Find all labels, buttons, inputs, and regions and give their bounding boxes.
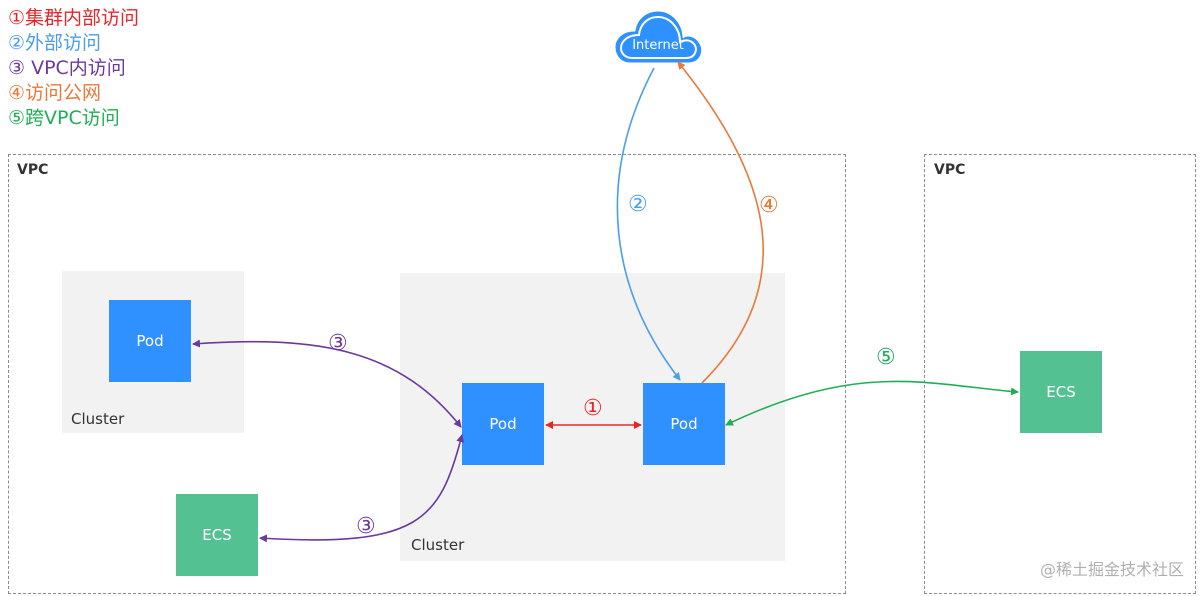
badge-external: ②	[628, 192, 648, 217]
pod-node-center-right: Pod	[643, 383, 725, 465]
ecs-node-right: ECS	[1020, 351, 1102, 433]
badge-intra-cluster: ①	[583, 396, 603, 421]
ecs-node-left: ECS	[176, 494, 258, 576]
legend-item-external: ②外部访问	[8, 32, 102, 54]
cloud-icon	[612, 8, 705, 66]
badge-vpc-internal-ecs: ③	[356, 514, 376, 539]
cluster-label-main: Cluster	[411, 536, 465, 554]
legend-item-vpc-internal: ③ VPC内访问	[8, 57, 126, 79]
vpc-box-right	[924, 154, 1196, 594]
cloud-label: Internet	[632, 38, 684, 53]
legend-item-cross-vpc: ⑤跨VPC访问	[8, 107, 120, 129]
vpc-label-right: VPC	[934, 162, 966, 178]
legend-item-public: ④访问公网	[8, 82, 102, 104]
badge-vpc-internal-pod: ③	[328, 331, 348, 356]
pod-node-left: Pod	[109, 300, 191, 382]
watermark: @稀土掘金技术社区	[1039, 560, 1184, 579]
legend: ①集群内部访问 ②外部访问 ③ VPC内访问 ④访问公网 ⑤跨VPC访问	[8, 6, 139, 131]
badge-public: ④	[759, 193, 779, 218]
vpc-label-left: VPC	[17, 162, 49, 178]
vpc-box-left	[8, 154, 846, 594]
cluster-label-left: Cluster	[71, 410, 125, 428]
pod-node-center-left: Pod	[462, 383, 544, 465]
legend-item-intra-cluster: ①集群内部访问	[8, 7, 140, 29]
badge-cross-vpc: ⑤	[876, 345, 896, 370]
